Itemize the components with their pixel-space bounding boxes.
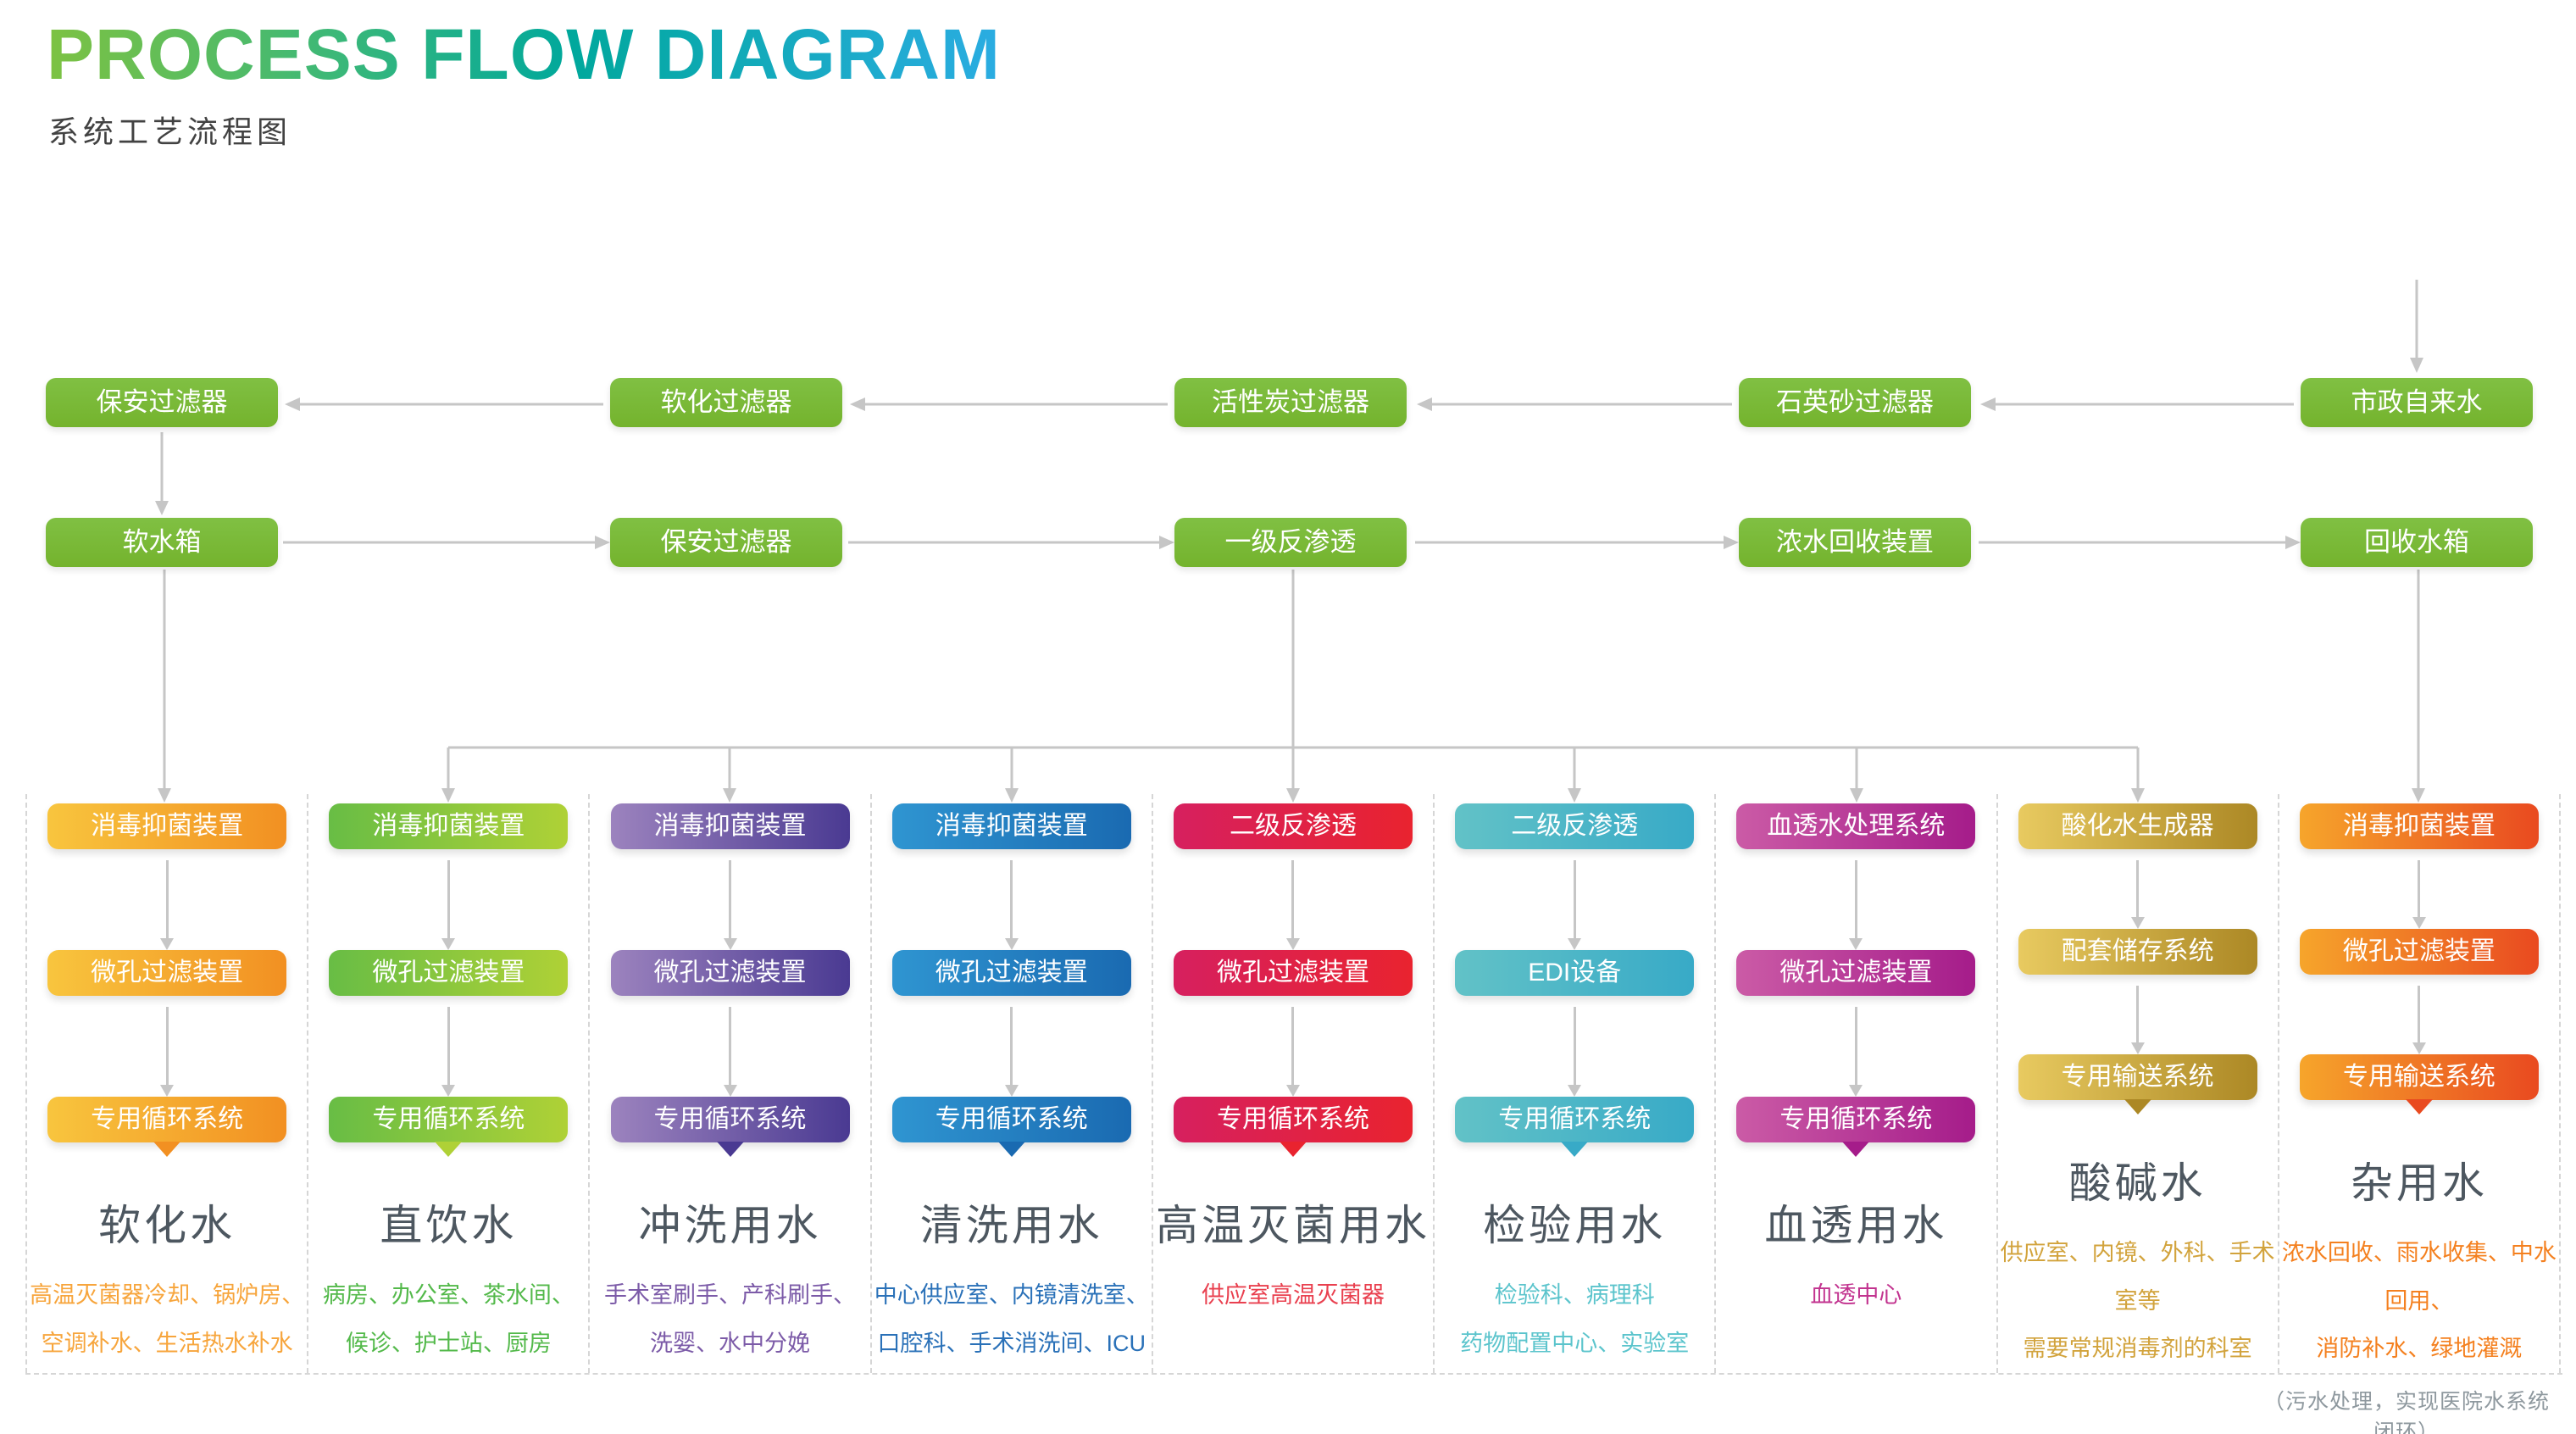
process-step-box: 专用输送系统: [2299, 1053, 2539, 1100]
pretreatment-node-security-filter-2: 保安过滤器: [610, 518, 842, 567]
process-step-box: 专用循环系统: [1736, 1097, 1976, 1142]
usage-description: 供应室高温灭菌器: [1201, 1282, 1385, 1308]
pretreatment-node-soft-water-tank: 软水箱: [46, 518, 278, 567]
water-type-title: 杂用水: [2350, 1159, 2488, 1207]
column-miscellaneous-water: 消毒抑菌装置 微孔过滤装置 专用输送系统 杂用水 浓水回收、雨水收集、中水回用、…: [2277, 794, 2561, 1373]
down-arrow-icon: [1573, 860, 1576, 939]
usage-description: 血透中心: [1810, 1282, 1902, 1308]
water-type-title: 软化水: [98, 1202, 236, 1249]
usage-description: 浓水回收、雨水收集、中水回用、 消防补水、绿地灌溉: [2281, 1239, 2557, 1362]
pretreatment-node-first-stage-ro: 一级反渗透: [1174, 518, 1407, 567]
process-step-box: 二级反渗透: [1455, 803, 1695, 849]
column-direct-drinking-water: 消毒抑菌装置 微孔过滤装置 专用循环系统 直饮水 病房、办公室、茶水间、 候诊、…: [307, 794, 588, 1373]
process-step-box: 酸化水生成器: [2018, 803, 2257, 849]
process-step-box: 微孔过滤装置: [891, 950, 1131, 996]
usage-description: 供应室、内镜、外科、手术室等 需要常规消毒剂的科室: [2000, 1239, 2275, 1362]
down-arrow-icon: [729, 860, 732, 939]
process-step-box: 微孔过滤装置: [329, 950, 569, 996]
water-type-title: 酸碱水: [2068, 1159, 2207, 1207]
pretreatment-node-concentrate-recovery: 浓水回收装置: [1739, 518, 1971, 567]
down-arrow-icon: [165, 1007, 169, 1086]
down-arrow-icon: [1291, 860, 1295, 939]
header: PROCESS FLOW DIAGRAM 系统工艺流程图: [47, 14, 1001, 152]
water-type-title: 血透用水: [1764, 1202, 1948, 1249]
process-step-box: 专用循环系统: [47, 1097, 287, 1142]
bottom-dashed-divider: [25, 1373, 2562, 1375]
down-arrow-icon: [1854, 1007, 1857, 1086]
process-step-box: 微孔过滤装置: [1736, 950, 1976, 996]
usage-description: 病房、办公室、茶水间、 候诊、护士站、厨房: [322, 1282, 575, 1356]
process-step-box: 微孔过滤装置: [47, 950, 287, 996]
water-type-title: 直饮水: [380, 1202, 518, 1249]
usage-description: 中心供应室、内镜清洗室、 口腔科、手术消洗间、ICU: [874, 1282, 1149, 1356]
process-step-box: 血透水处理系统: [1736, 803, 1976, 849]
process-step-box: 消毒抑菌装置: [47, 803, 287, 849]
process-step-box: 专用循环系统: [891, 1097, 1131, 1142]
process-step-box: 微孔过滤装置: [2299, 928, 2539, 975]
column-hemodialysis-water: 血透水处理系统 微孔过滤装置 专用循环系统 血透用水 血透中心: [1714, 794, 1996, 1373]
down-arrow-icon: [1854, 860, 1857, 939]
water-type-title: 检验用水: [1483, 1202, 1667, 1249]
down-arrow-icon: [2418, 985, 2421, 1043]
pretreatment-node-security-filter: 保安过滤器: [46, 378, 278, 427]
process-step-box: 消毒抑菌装置: [891, 803, 1131, 849]
pretreatment-node-recovery-tank: 回收水箱: [2301, 518, 2533, 567]
usage-description: 检验科、病理科 药物配置中心、实验室: [1460, 1282, 1690, 1356]
process-step-box: 微孔过滤装置: [1173, 950, 1413, 996]
page-subtitle: 系统工艺流程图: [48, 114, 292, 149]
water-type-title: 清洗用水: [919, 1202, 1103, 1249]
down-arrow-icon: [447, 1007, 450, 1086]
process-step-box: 消毒抑菌装置: [2299, 803, 2539, 849]
process-step-box: 消毒抑菌装置: [329, 803, 569, 849]
column-high-temp-sterilization-water: 二级反渗透 微孔过滤装置 专用循环系统 高温灭菌用水 供应室高温灭菌器: [1151, 794, 1433, 1373]
down-arrow-icon: [1010, 1007, 1013, 1086]
process-step-box: EDI设备: [1455, 950, 1695, 996]
process-step-box: 专用循环系统: [1455, 1097, 1695, 1142]
down-arrow-icon: [165, 860, 169, 939]
process-step-box: 专用输送系统: [2018, 1053, 2257, 1100]
closed-loop-note: （污水处理，实现医院水系统闭环）: [2262, 1390, 2550, 1434]
water-type-title: 冲洗用水: [638, 1202, 822, 1249]
pretreatment-node-activated-carbon-filter: 活性炭过滤器: [1174, 378, 1407, 427]
usage-description: 手术室刷手、产科刷手、 洗婴、水中分娩: [604, 1282, 857, 1356]
down-arrow-icon: [1010, 860, 1013, 939]
process-step-box: 专用循环系统: [1173, 1097, 1413, 1142]
water-type-title: 高温灭菌用水: [1155, 1202, 1430, 1249]
pretreatment-node-quartz-sand-filter: 石英砂过滤器: [1739, 378, 1971, 427]
down-arrow-icon: [1291, 1007, 1295, 1086]
pretreatment-node-softening-filter: 软化过滤器: [610, 378, 842, 427]
page-title: PROCESS FLOW DIAGRAM: [47, 14, 1001, 94]
column-softened-water: 消毒抑菌装置 微孔过滤装置 专用循环系统 软化水 高温灭菌器冷却、锅炉房、 空调…: [25, 794, 307, 1373]
process-step-box: 消毒抑菌装置: [610, 803, 850, 849]
down-arrow-icon: [1573, 1007, 1576, 1086]
process-step-box: 微孔过滤装置: [610, 950, 850, 996]
process-step-box: 配套储存系统: [2018, 928, 2257, 975]
down-arrow-icon: [2136, 860, 2140, 918]
water-type-columns: 消毒抑菌装置 微孔过滤装置 专用循环系统 软化水 高温灭菌器冷却、锅炉房、 空调…: [25, 794, 2561, 1373]
column-cleaning-water: 消毒抑菌装置 微孔过滤装置 专用循环系统 清洗用水 中心供应室、内镜清洗室、 口…: [869, 794, 1152, 1373]
column-laboratory-water: 二级反渗透 EDI设备 专用循环系统 检验用水 检验科、病理科 药物配置中心、实…: [1433, 794, 1714, 1373]
process-step-box: 二级反渗透: [1173, 803, 1413, 849]
pretreatment-node-municipal-tap-water: 市政自来水: [2301, 378, 2533, 427]
process-step-box: 专用循环系统: [329, 1097, 569, 1142]
usage-description: 高温灭菌器冷却、锅炉房、 空调补水、生活热水补水: [30, 1282, 305, 1356]
column-acid-alkaline-water: 酸化水生成器 配套储存系统 专用输送系统 酸碱水 供应室、内镜、外科、手术室等 …: [1996, 794, 2278, 1373]
column-rinsing-water: 消毒抑菌装置 微孔过滤装置 专用循环系统 冲洗用水 手术室刷手、产科刷手、 洗婴…: [588, 794, 869, 1373]
down-arrow-icon: [2418, 860, 2421, 918]
down-arrow-icon: [447, 860, 450, 939]
down-arrow-icon: [729, 1007, 732, 1086]
process-step-box: 专用循环系统: [610, 1097, 850, 1142]
down-arrow-icon: [2136, 985, 2140, 1043]
